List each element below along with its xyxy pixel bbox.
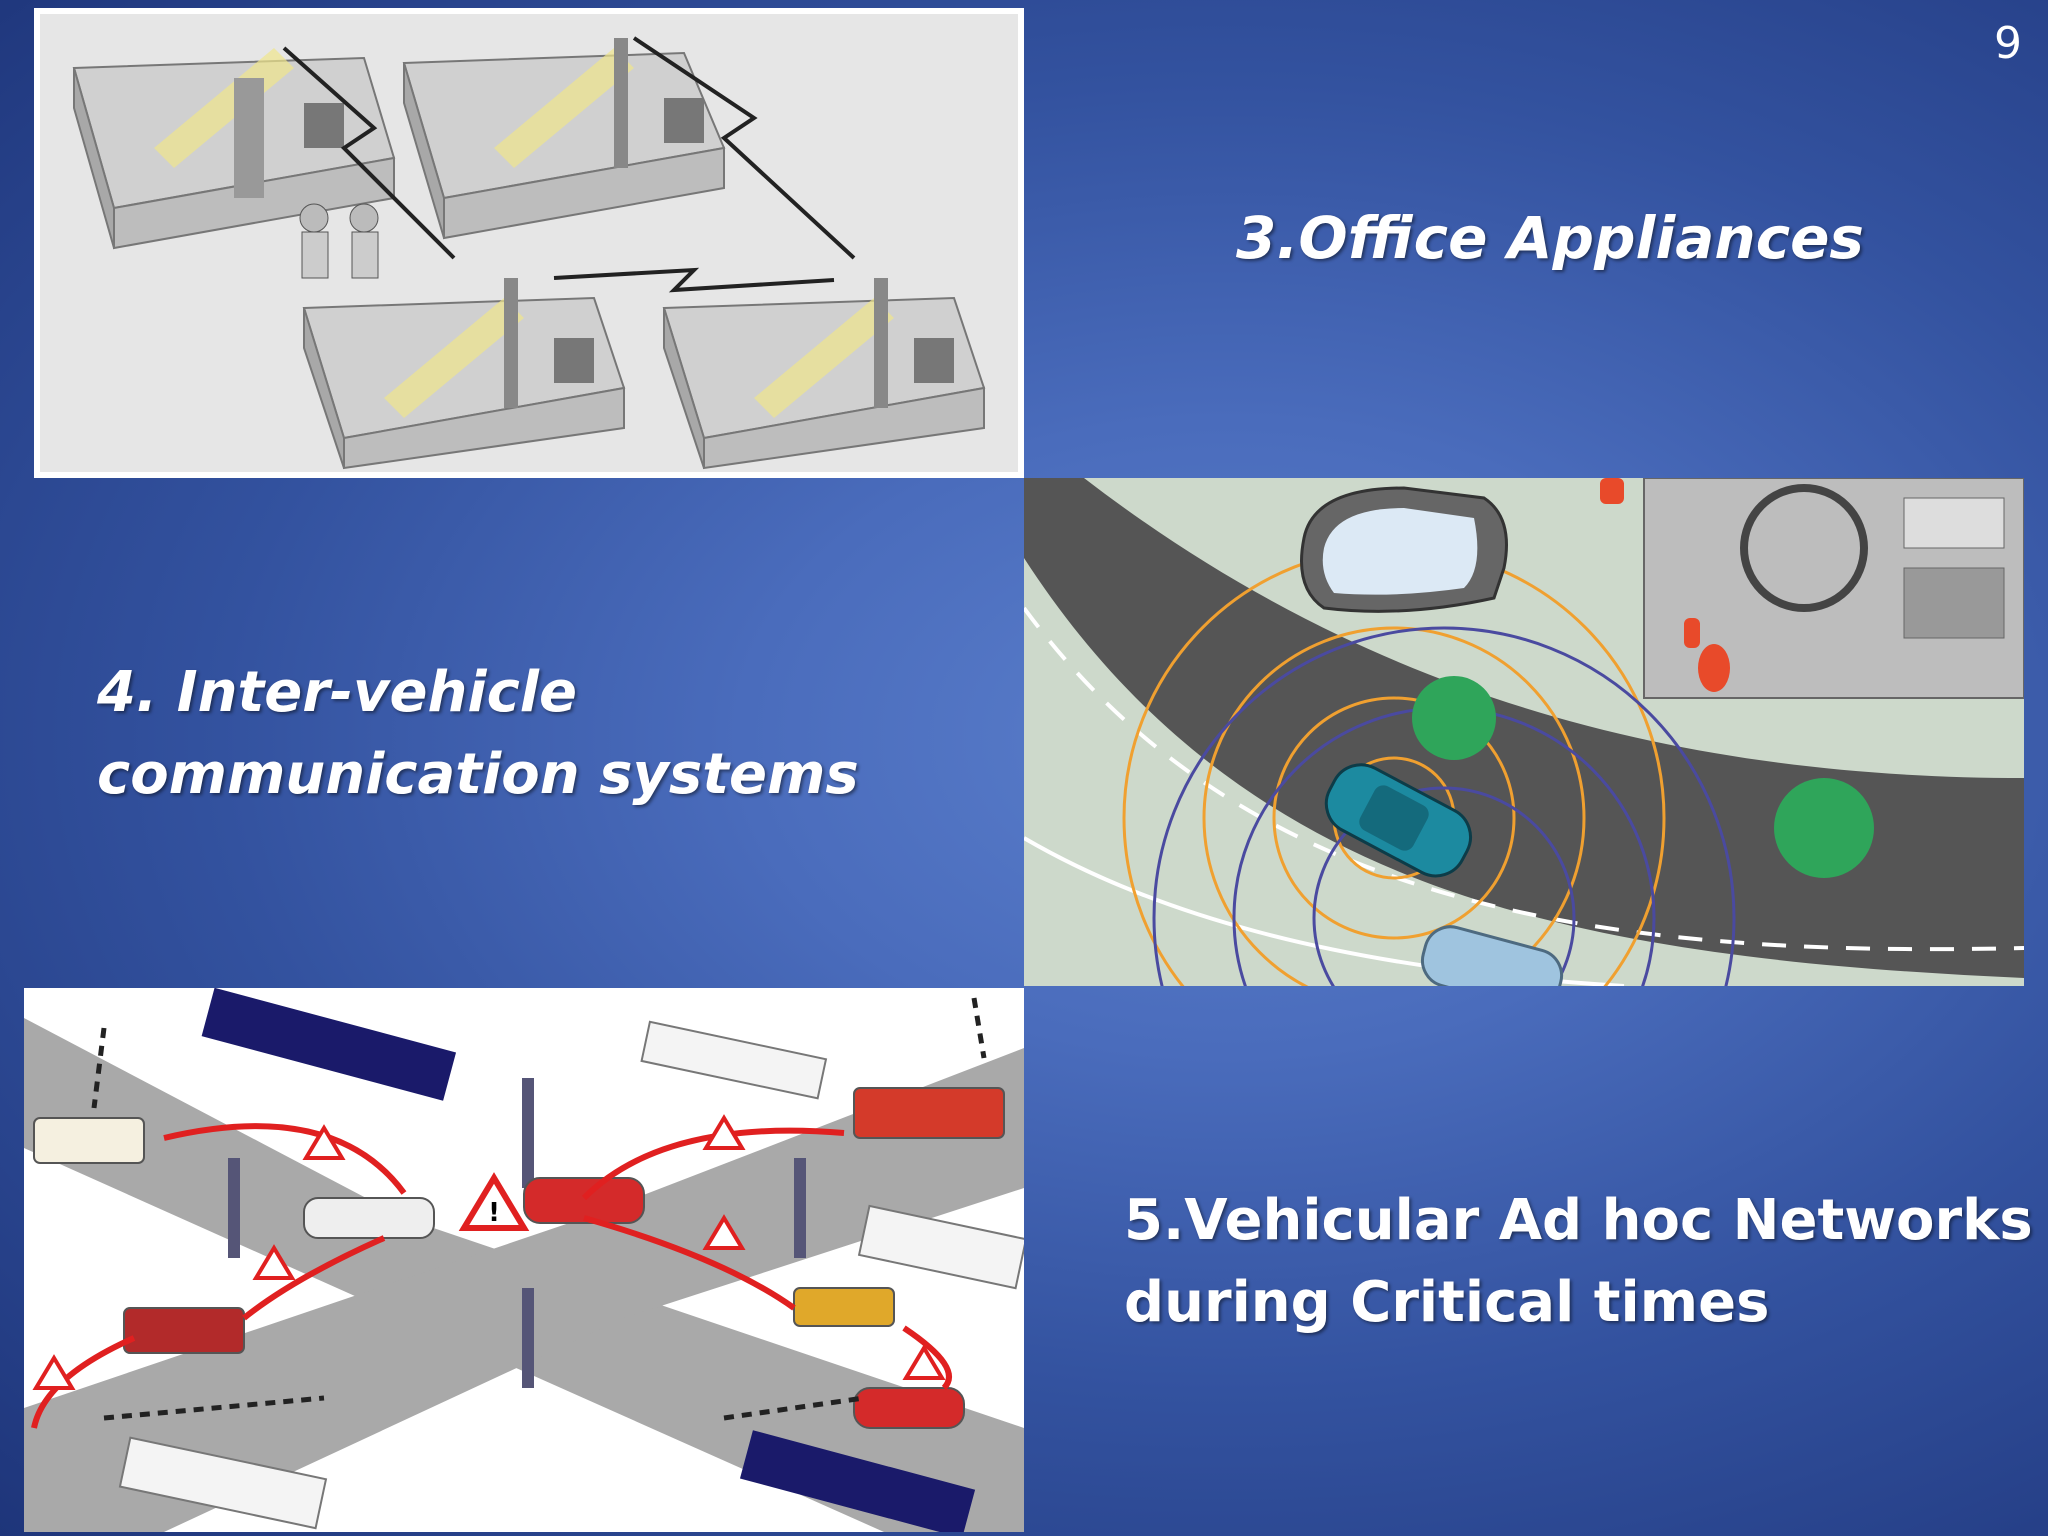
traffic-light xyxy=(522,1078,534,1188)
police-car xyxy=(303,1197,435,1239)
car-lightblue xyxy=(1420,925,1564,986)
wireless-link-3 xyxy=(553,267,835,293)
warning-triangle-icon xyxy=(302,1124,346,1160)
caption-vanet: 5.Vehicular Ad hoc Networks during Criti… xyxy=(1124,1180,2033,1344)
traffic-light xyxy=(228,1158,240,1258)
car-teal xyxy=(1324,763,1472,878)
building xyxy=(739,1430,976,1532)
warning-triangle-icon xyxy=(702,1214,746,1250)
office-room-1 xyxy=(72,48,396,250)
tree xyxy=(1412,676,1496,760)
warning-light xyxy=(1600,478,1624,504)
red-sedan xyxy=(853,1387,965,1429)
tree xyxy=(1774,778,1874,878)
yellow-jeep xyxy=(793,1287,895,1327)
fire-truck xyxy=(853,1087,1005,1139)
traffic-light xyxy=(794,1158,806,1258)
warning-triangle-icon xyxy=(902,1344,946,1380)
wireless-link-2 xyxy=(632,36,856,260)
warning-triangle-icon xyxy=(32,1354,76,1390)
caption-office-appliances: 3.Office Appliances xyxy=(1236,204,1864,272)
building xyxy=(118,1436,328,1530)
office-room-3 xyxy=(302,278,626,470)
warning-triangle-icon xyxy=(702,1114,746,1150)
caption-inter-vehicle-line2: communication systems xyxy=(97,742,859,807)
building xyxy=(201,988,457,1101)
red-car xyxy=(523,1177,645,1224)
dashboard-inset xyxy=(1643,478,2024,699)
building xyxy=(640,1020,828,1100)
traffic-light xyxy=(522,1288,534,1388)
svg-text:!: ! xyxy=(488,1198,500,1228)
caption-vanet-line1: 5.Vehicular Ad hoc Networks xyxy=(1124,1188,2033,1253)
network-links xyxy=(91,997,987,1421)
person-figure xyxy=(299,203,329,233)
caption-inter-vehicle: 4. Inter-vehicle communication systems xyxy=(97,652,859,816)
road xyxy=(1024,478,2024,978)
person-figure xyxy=(349,203,379,233)
caption-vanet-line2: during Critical times xyxy=(1124,1270,1770,1335)
side-mirror xyxy=(1300,486,1508,613)
building xyxy=(857,1204,1024,1290)
office-room-4 xyxy=(662,278,986,470)
vanet-illustration: ! xyxy=(24,988,1024,1532)
office-room-2 xyxy=(402,38,726,240)
intervehicle-illustration xyxy=(1024,478,2024,986)
slide-number: 9 xyxy=(1994,18,2022,69)
caption-inter-vehicle-line1: 4. Inter-vehicle xyxy=(97,660,577,725)
office-illustration xyxy=(34,8,1024,478)
jeep xyxy=(123,1307,245,1354)
warning-triangle-icon: ! xyxy=(458,1172,530,1231)
warning-triangle-icon xyxy=(252,1244,296,1280)
ambulance xyxy=(33,1117,145,1164)
wireless-link-1 xyxy=(282,46,456,260)
